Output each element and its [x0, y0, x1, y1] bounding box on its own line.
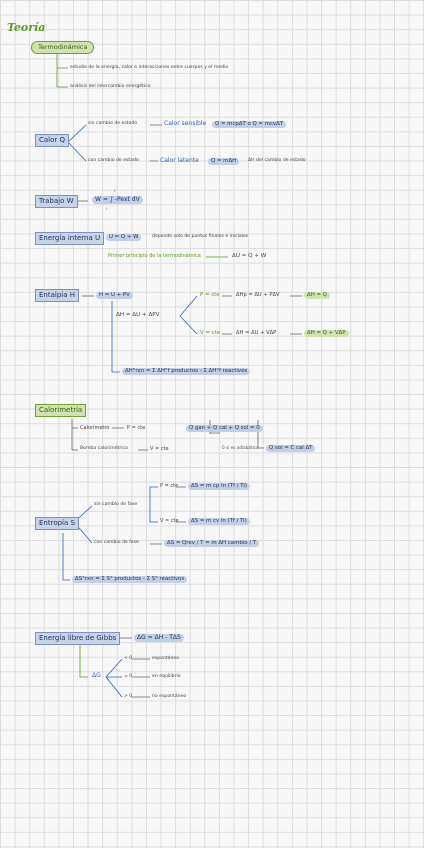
calor-box: Calor Q: [35, 134, 70, 147]
energia-formula: U = Q + W: [106, 234, 142, 242]
entalpia-box: Entalpía H: [35, 289, 80, 302]
entalpia-v-expr: ΔH = ΔU + VΔP: [236, 330, 277, 336]
gibbs-dg: ΔG: [92, 672, 101, 679]
entalpia-v-result: ΔH = Q + VΔP: [304, 330, 349, 338]
principle-formula: ΔU = Q + W: [232, 253, 267, 259]
calor-formula-2: Q = mΔH: [208, 158, 240, 166]
trabajo-limit-top: f: [114, 188, 116, 193]
entalpia-v-label: V = cte: [200, 330, 221, 336]
entalpia-p-label: P = cte: [200, 292, 220, 298]
calor-label-1: Calor sensible: [164, 120, 207, 127]
gibbs-box: Energía libre de Gibbs: [35, 632, 121, 645]
page-title: Teoría: [7, 21, 46, 34]
termo-item-2: análisis del intercambio energético: [70, 84, 151, 89]
entalpia-p-expr: ΔHp = ΔU + PΔV: [236, 292, 280, 298]
calorimetria-arrows: [112, 427, 148, 451]
entropia-branch-2: con cambio de fase: [94, 540, 139, 545]
entalpia-vertical: [111, 301, 120, 373]
termo-badge: Termodinámica: [31, 41, 95, 54]
calor-branch-2: con cambio de estado: [88, 158, 139, 163]
calorimetria-branch: [71, 419, 78, 451]
calorimetria-adiabatic: 0 si es adiabático: [222, 445, 259, 450]
trabajo-box: Trabajo W: [35, 195, 78, 208]
calorimetria-badge: Calorimetría: [35, 404, 87, 417]
entropia-box: Entropía S: [35, 517, 79, 530]
trabajo-limit-bottom: i: [106, 206, 108, 211]
entalpia-reaction: ΔH°rxn = Σ ΔH°f productos - Σ ΔH°f react…: [122, 368, 251, 376]
calorimetria-item-2: Bomba calorimétrica: [80, 446, 128, 451]
entropia-p-label: P = cte: [160, 483, 179, 489]
entropia-v-label: V = cte: [160, 518, 179, 524]
entropia-arrows: [150, 486, 186, 545]
termo-item-1: estudio de la energía, calor e interacci…: [70, 65, 229, 70]
gibbs-arrows: [132, 658, 150, 698]
calor-connector: [67, 124, 87, 162]
entalpia-definition: H = U + PV: [96, 292, 133, 300]
entropia-phase-formula: ΔS = Qrev / T = m ΔH cambio / T: [164, 540, 260, 548]
termo-connector: [56, 54, 68, 88]
calor-branch-1: sin cambio de estado: [88, 121, 138, 126]
calor-note-2: ΔH del cambio de estado: [248, 158, 306, 163]
entropia-v-formula: ΔS = m cv ln (Tf / Ti): [188, 518, 250, 526]
calor-arrows: [150, 124, 162, 162]
entalpia-branches: [179, 295, 198, 335]
entropia-p-formula: ΔS = m cp ln (Tf / Ti): [188, 483, 251, 491]
gibbs-result-2: en equilibrio: [152, 674, 181, 679]
entropia-branch-1: sin cambio de fase: [94, 502, 138, 507]
calorimetria-item-1-cond: P = cte: [127, 425, 146, 431]
principle-label: Primer principio de la termodinámica: [108, 253, 201, 259]
entropia-sub-branches: [149, 486, 158, 523]
gibbs-connector: [79, 645, 88, 678]
gibbs-cond-1: < 0: [124, 656, 133, 661]
calorimetria-qsol: Q sol = C cal ΔT: [266, 445, 316, 453]
gibbs-result-3: no espontáneo: [152, 694, 187, 699]
calor-formula-1: Q = mcpΔT o Q = mcvΔT: [212, 121, 287, 129]
gibbs-formula: ΔG = ΔH - TΔS: [134, 634, 184, 642]
energia-box: Energía interna U: [35, 232, 105, 245]
entalpia-arrows: [222, 295, 302, 335]
gibbs-result-1: espontáneo: [152, 656, 180, 661]
gibbs-cond-3: > 0: [124, 694, 133, 699]
calorimetria-item-2-cond: V = cte: [150, 446, 169, 452]
gibbs-branches: [105, 658, 123, 698]
gibbs-cond-2: = 0: [124, 674, 133, 679]
calorimetria-balance: Q gan + Q cal + Q sol = 0: [186, 425, 263, 433]
energia-note: depende solo de puntos finales e inicial…: [152, 234, 249, 239]
entalpia-dh: ΔH = ΔU + ΔPV: [116, 312, 160, 318]
entropia-reaction: ΔS°rxn = Σ S° productos - Σ S° reactivos: [72, 576, 188, 584]
entalpia-p-result: ΔH = Q: [304, 292, 330, 300]
calor-label-2: Calor latente: [160, 157, 199, 164]
calorimetria-item-1: Calorímetro: [80, 425, 110, 431]
trabajo-formula: W = ∫ -Pext dV: [92, 196, 143, 204]
